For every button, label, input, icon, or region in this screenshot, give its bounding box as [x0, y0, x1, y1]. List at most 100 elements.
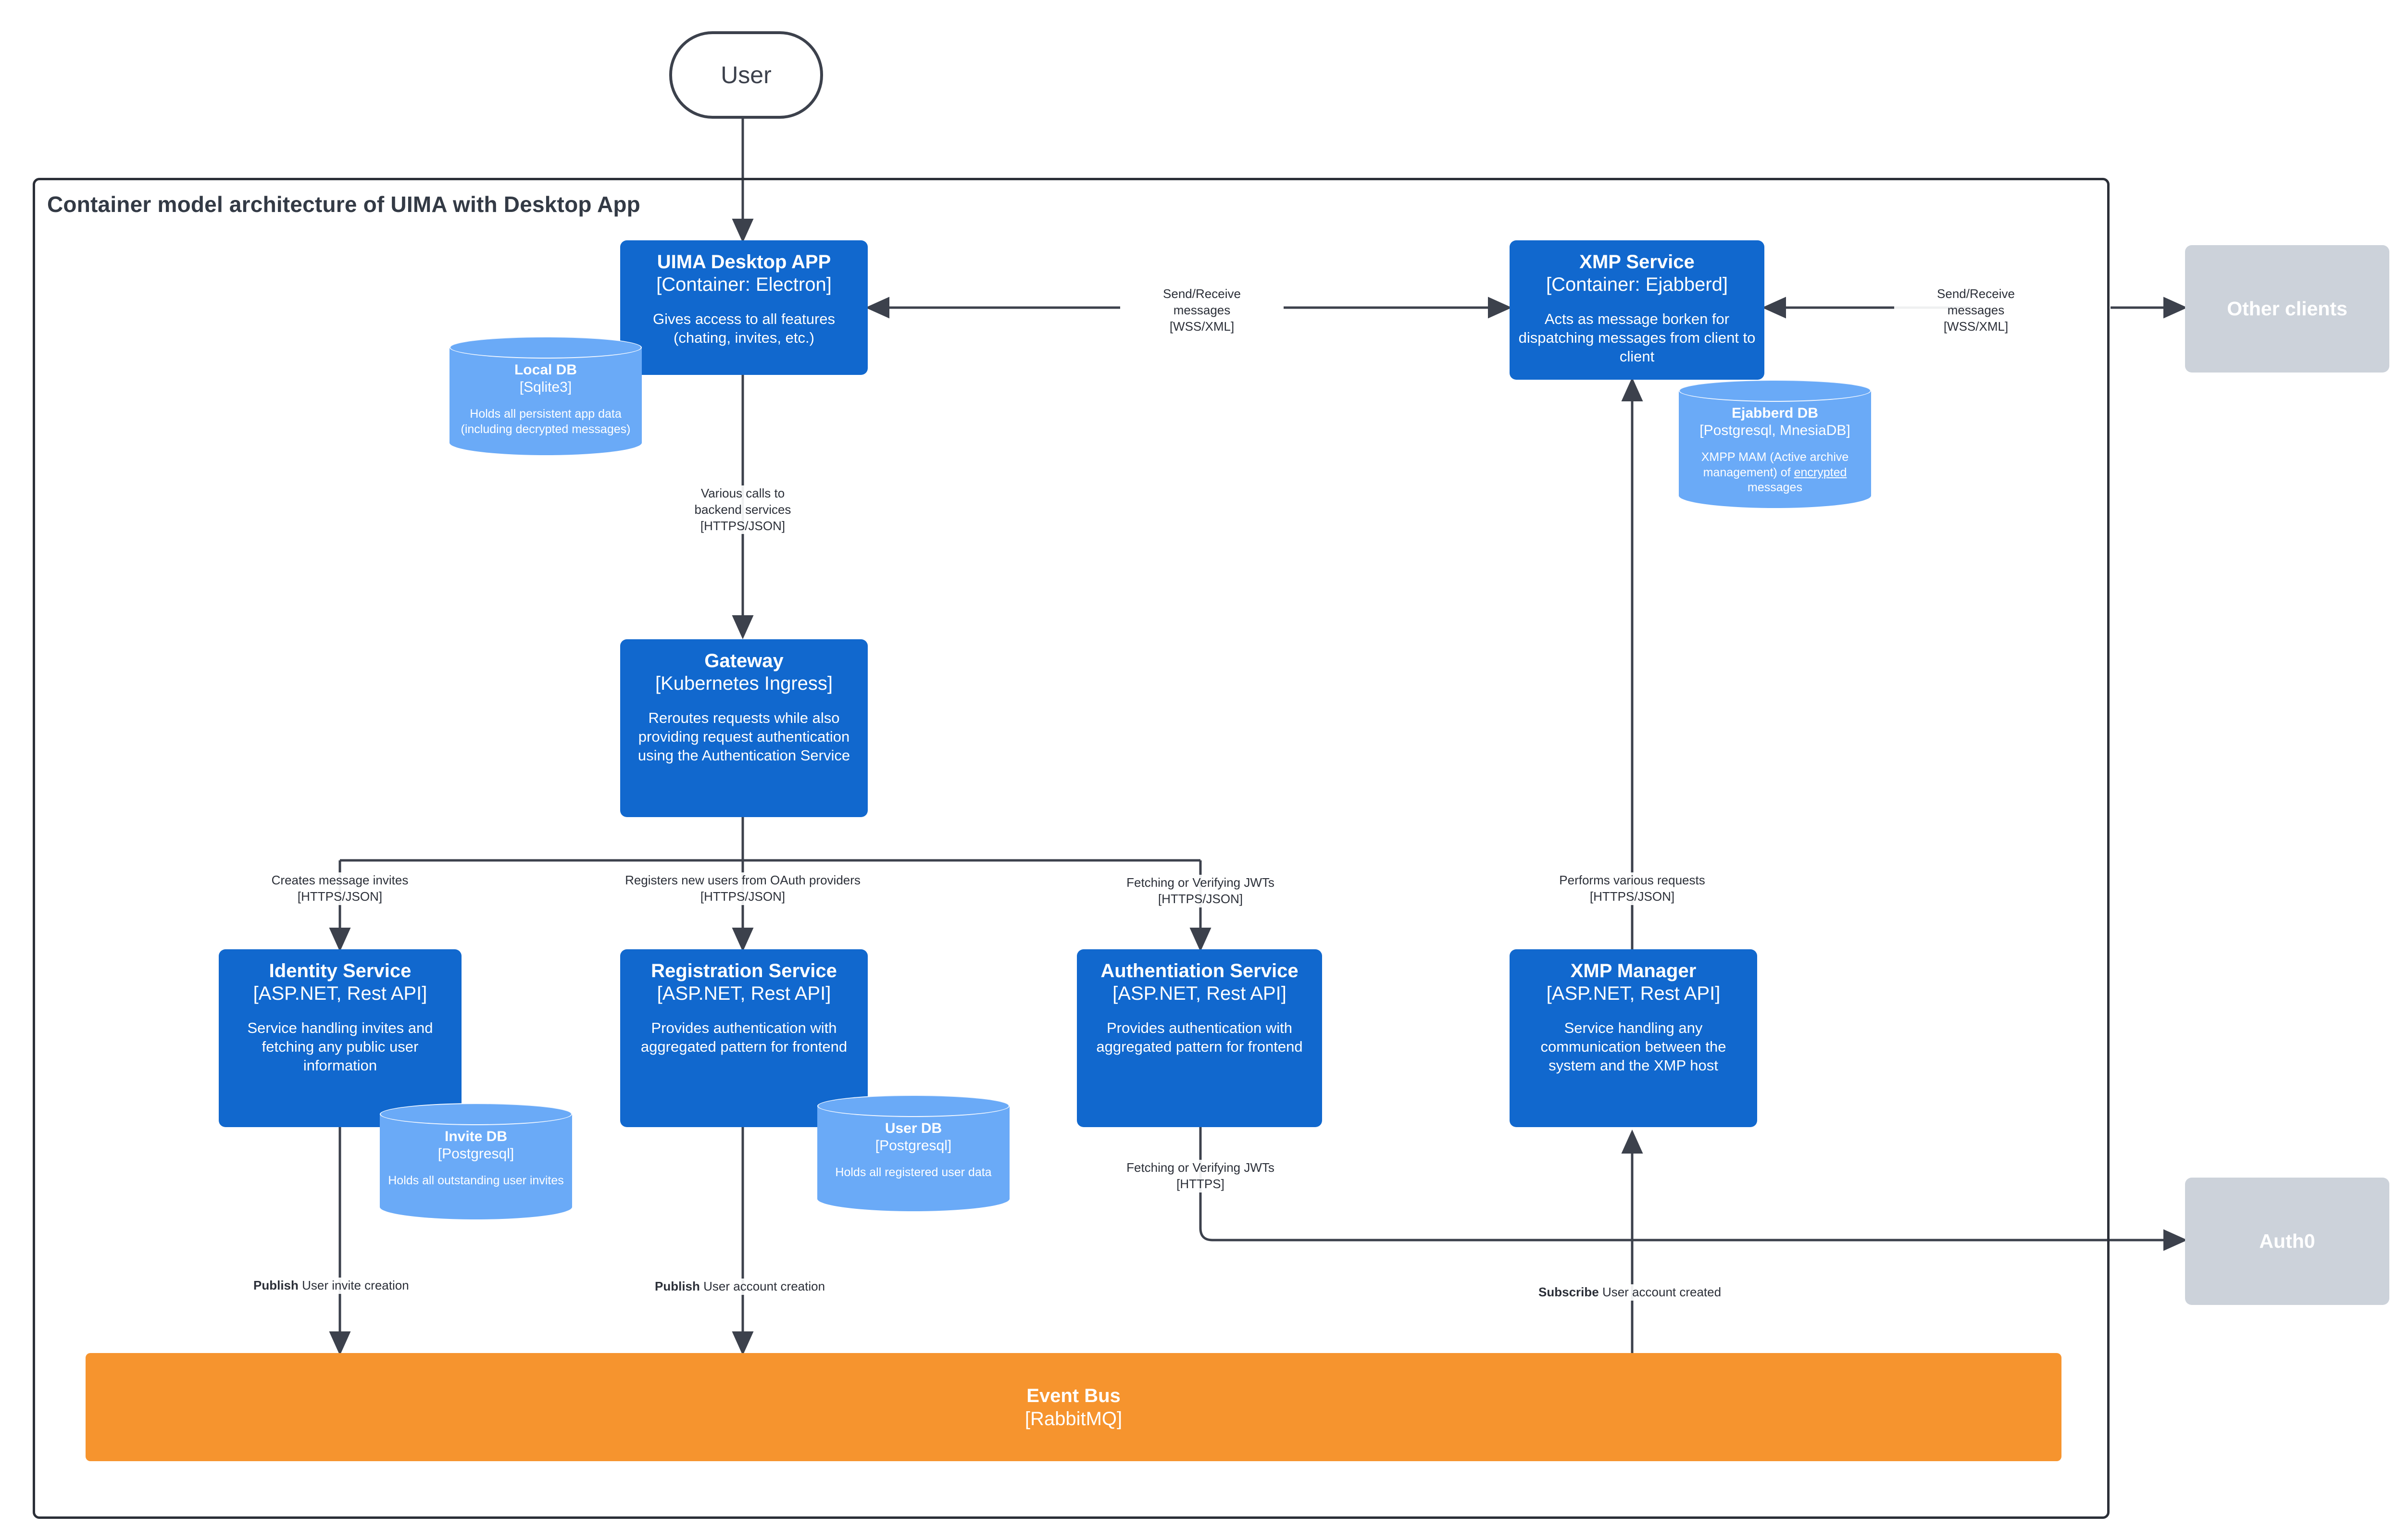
database-desc: XMPP MAM (Active archive management) of … [1686, 450, 1863, 496]
database-text: User DB [Postgresql] Holds all registere… [817, 1120, 1010, 1180]
edge-label-send-receive-left: Send/Receive messages [WSS/XML] [1120, 286, 1284, 335]
node-title: UIMA Desktop APP [657, 251, 831, 273]
database-user-db[interactable]: User DB [Postgresql] Holds all registere… [817, 1095, 1010, 1222]
label-rest: User account creation [699, 1279, 825, 1293]
label-line-1: Creates message invites [271, 873, 409, 887]
edge-label-send-receive-right: Send/Receive messages [WSS/XML] [1894, 286, 2058, 335]
database-ejabberd-db[interactable]: Ejabberd DB [Postgresql, MnesiaDB] XMPP … [1679, 380, 1871, 519]
edge-label-subscribe-account: Subscribe User account created [1538, 1284, 1808, 1301]
label-bold: Subscribe [1538, 1285, 1599, 1299]
label-line-3: [WSS/XML] [1169, 319, 1235, 334]
node-title: Gateway [704, 650, 784, 671]
system-boundary [33, 178, 2110, 1519]
label-line-3: [HTTPS/JSON] [700, 518, 786, 533]
node-registration-service[interactable]: Registration Service [ASP.NET, Rest API]… [620, 949, 868, 1127]
label-line-2: [HTTPS/JSON] [700, 889, 786, 904]
database-title: Local DB [514, 362, 577, 378]
edge-label-various-calls: Various calls to backend services [HTTPS… [661, 485, 824, 534]
label-line-2: backend services [694, 502, 791, 517]
label-line-3: [WSS/XML] [1943, 319, 2009, 334]
node-tech: [Kubernetes Ingress] [655, 673, 833, 695]
database-desc: Holds all outstanding user invites [388, 1174, 564, 1187]
database-title: Ejabberd DB [1731, 405, 1819, 421]
person-user-label: User [721, 62, 772, 88]
node-tech: [RabbitMQ] [1024, 1408, 1123, 1429]
database-local-db[interactable]: Local DB [Sqlite3] Holds all persistent … [450, 336, 642, 466]
label-rest: User invite creation [298, 1278, 409, 1292]
node-tech: [ASP.NET, Rest API] [253, 983, 427, 1005]
node-tech: [Container: Electron] [656, 274, 832, 296]
database-text: Ejabberd DB [Postgresql, MnesiaDB] XMPP … [1679, 405, 1871, 496]
node-gateway[interactable]: Gateway [Kubernetes Ingress] Reroutes re… [620, 639, 868, 817]
edge-label-publish-account: Publish User account creation [655, 1279, 924, 1295]
node-title: XMP Service [1579, 251, 1695, 273]
node-xmp-manager[interactable]: XMP Manager [ASP.NET, Rest API] Service … [1510, 949, 1757, 1127]
edge-label-jwts-gateway: Fetching or Verifying JWTs [HTTPS/JSON] [1080, 875, 1321, 907]
database-tech: [Postgresql, MnesiaDB] [1699, 422, 1850, 438]
label-bold: Publish [253, 1278, 299, 1292]
node-tech: [ASP.NET, Rest API] [1546, 983, 1721, 1005]
desc-pre: XMPP MAM (Active archive management) of [1701, 450, 1849, 479]
edge-label-creates-invites: Creates message invites [HTTPS/JSON] [232, 872, 448, 905]
node-desc: Provides authentication with aggregated … [1096, 1019, 1303, 1056]
cylinder-body [1679, 391, 1871, 508]
edge-label-publish-invite: Publish User invite creation [253, 1278, 523, 1294]
cylinder-body [380, 1114, 572, 1219]
cylinder-body [450, 348, 642, 455]
label-rest: User account created [1599, 1285, 1722, 1299]
node-title: Other clients [2227, 298, 2348, 320]
node-title: Registration Service [651, 960, 837, 981]
node-desc: Provides authentication with aggregated … [640, 1019, 848, 1056]
label-line-1: Fetching or Verifying JWTs [1126, 875, 1274, 890]
database-tech: [Postgresql] [437, 1146, 514, 1162]
label-line-2: [HTTPS/JSON] [1589, 889, 1675, 904]
cylinder-top [1679, 380, 1871, 402]
cylinder-top [817, 1095, 1010, 1117]
database-title: User DB [885, 1120, 942, 1136]
database-title: Invite DB [444, 1129, 508, 1144]
node-title: Authentiation Service [1100, 960, 1299, 981]
database-desc: Holds all registered user data [835, 1166, 992, 1179]
label-line-2: [HTTPS] [1176, 1176, 1224, 1191]
label-line-1: Fetching or Verifying JWTs [1126, 1160, 1274, 1175]
node-desc: Acts as message borken for dispatching m… [1518, 310, 1756, 365]
node-title: XMP Manager [1570, 960, 1697, 981]
label-line-1: Send/Receive [1937, 286, 2015, 301]
node-authentication-service[interactable]: Authentiation Service [ASP.NET, Rest API… [1077, 949, 1322, 1127]
label-line-1: Send/Receive [1163, 286, 1241, 301]
node-tech: [Container: Ejabberd] [1546, 274, 1728, 296]
node-desc: Reroutes requests while also providing r… [637, 709, 850, 764]
label-line-2: messages [1947, 302, 2005, 317]
node-desc: Service handling invites and fetching an… [247, 1019, 433, 1074]
node-uima-desktop-app[interactable]: UIMA Desktop APP [Container: Electron] G… [620, 240, 868, 375]
label-line-2: messages [1173, 302, 1231, 317]
person-user[interactable]: User [669, 31, 823, 119]
node-desc: Service handling any communication betwe… [1540, 1019, 1726, 1074]
label-line-2: [HTTPS/JSON] [1158, 891, 1243, 906]
node-desc: Gives access to all features (chating, i… [652, 310, 836, 347]
edge-label-jwts-auth0: Fetching or Verifying JWTs [HTTPS] [1080, 1160, 1321, 1192]
desc-post: messages [1748, 481, 1802, 494]
node-title: Identity Service [269, 960, 412, 981]
node-auth0[interactable]: Auth0 [2185, 1178, 2389, 1305]
node-xmp-service[interactable]: XMP Service [Container: Ejabberd] Acts a… [1510, 240, 1764, 380]
database-invite-db[interactable]: Invite DB [Postgresql] Holds all outstan… [380, 1103, 572, 1230]
label-line-2: [HTTPS/JSON] [297, 889, 383, 904]
boundary-title: Container model architecture of UIMA wit… [47, 192, 640, 217]
database-tech: [Postgresql] [875, 1138, 952, 1154]
node-identity-service[interactable]: Identity Service [ASP.NET, Rest API] Ser… [219, 949, 462, 1127]
node-other-clients[interactable]: Other clients [2185, 245, 2389, 373]
label-line-1: Various calls to [700, 486, 785, 500]
node-event-bus[interactable]: Event Bus [RabbitMQ] [86, 1353, 2061, 1461]
database-text: Local DB [Sqlite3] Holds all persistent … [450, 361, 642, 437]
node-tech: [ASP.NET, Rest API] [657, 983, 831, 1005]
database-text: Invite DB [Postgresql] Holds all outstan… [380, 1128, 572, 1189]
edge-label-performs-requests: Performs various requests [HTTPS/JSON] [1512, 872, 1752, 905]
node-title: Auth0 [2259, 1230, 2315, 1253]
desc-underline: encrypted [1794, 465, 1847, 479]
cylinder-body [817, 1106, 1010, 1211]
label-bold: Publish [655, 1279, 700, 1293]
label-line-1: Performs various requests [1559, 873, 1705, 887]
node-tech: [ASP.NET, Rest API] [1112, 983, 1286, 1005]
